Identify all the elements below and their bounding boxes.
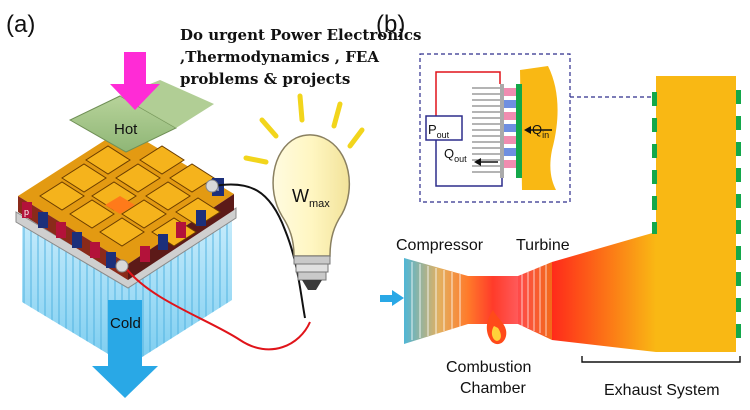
hot-flow-arrow: [110, 52, 160, 110]
black-wire: [213, 183, 306, 319]
panel-b-letter: (b): [376, 11, 405, 38]
compressor-label: Compressor: [396, 237, 484, 254]
watermark-text: Do urgent Power Electronics ,Thermodynam…: [180, 26, 421, 88]
qin-label: Qin: [532, 122, 549, 140]
combustion-label-line1: Combustion: [446, 359, 531, 376]
hot-label: Hot: [114, 121, 138, 138]
turbine-label: Turbine: [516, 237, 570, 254]
p-leg-label: p: [24, 207, 29, 217]
cold-flow-arrow: [92, 300, 158, 398]
flame-icon: [486, 310, 507, 345]
svg-text:Do urgent Power Electronics: Do urgent Power Electronics: [180, 26, 421, 44]
air-inlet-arrow: [380, 290, 404, 306]
panel-a-letter: (a): [6, 11, 35, 38]
terminal-n: [205, 179, 219, 193]
thermoelectric-module: p n: [18, 128, 234, 280]
inset-teg-diagram: [425, 66, 558, 190]
exhaust-system-label: Exhaust System: [604, 382, 720, 399]
gas-turbine: [404, 76, 736, 352]
stack-green-fins: [652, 90, 741, 338]
inset-box: [419, 53, 571, 203]
red-wire: [125, 267, 311, 351]
exhaust-bracket: [581, 356, 741, 363]
wmax-label: Wmax: [292, 186, 330, 210]
pout-label: Pout: [428, 122, 450, 140]
svg-text:,Thermodynamics , FEA: ,Thermodynamics , FEA: [180, 48, 379, 66]
terminal-p: [115, 259, 129, 273]
light-bulb: [243, 93, 365, 290]
qout-label: Qout: [444, 146, 467, 164]
cold-label: Cold: [110, 315, 141, 332]
combustion-label-line2: Chamber: [460, 380, 526, 397]
svg-text:problems & projects: problems & projects: [180, 70, 350, 88]
